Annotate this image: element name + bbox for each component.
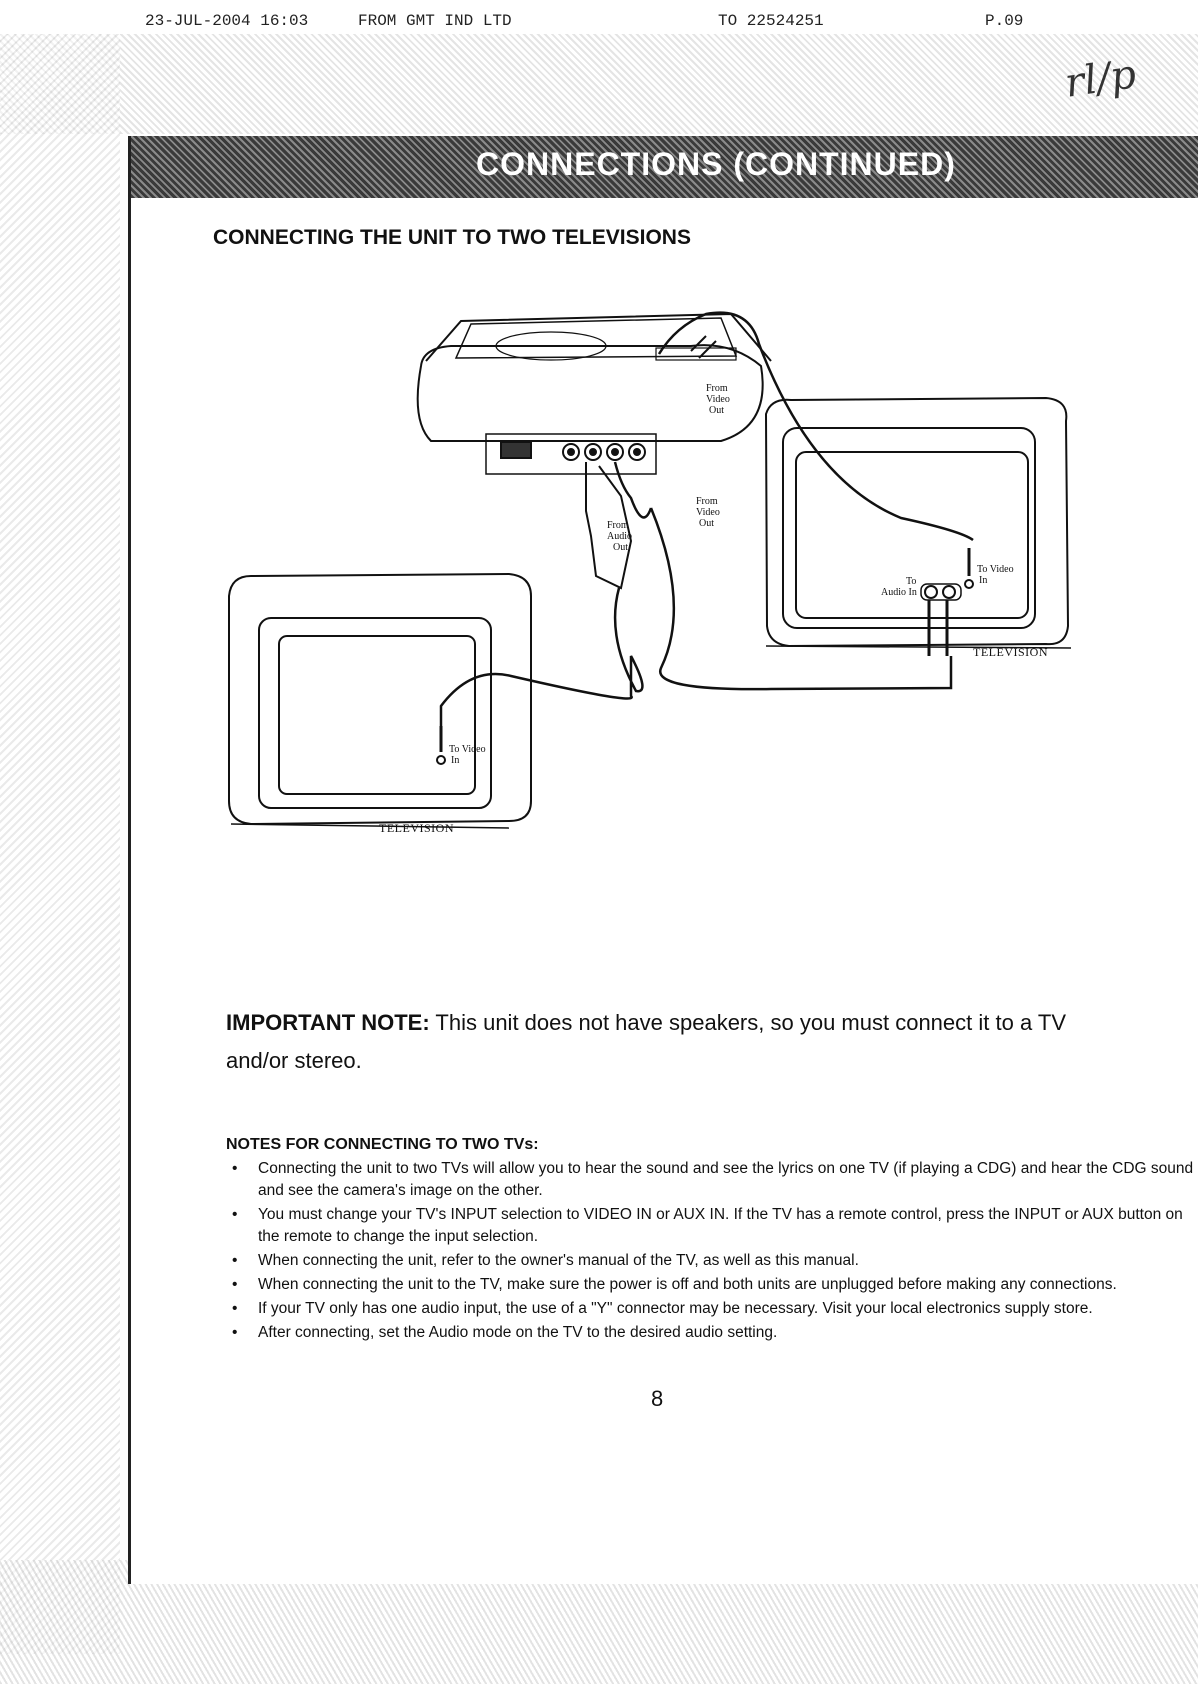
page-title: CONNECTIONS (CONTINUED)	[476, 146, 956, 182]
list-item: When connecting the unit, refer to the o…	[232, 1250, 1198, 1272]
page-number: 8	[651, 1386, 664, 1411]
fax-from: FROM GMT IND LTD	[358, 12, 512, 30]
karaoke-unit-illustration	[416, 312, 772, 475]
label-television-left: TELEVISION	[379, 821, 454, 835]
label-from-video-out-top: From Video Out	[706, 383, 732, 416]
tv-right-illustration	[764, 396, 1072, 656]
notes-section: NOTES FOR CONNECTING TO TWO TVs: Connect…	[226, 1136, 1198, 1346]
label-from-video-out-mid: From Video Out	[696, 496, 722, 529]
fax-to: TO 22524251	[718, 12, 824, 30]
connection-diagram: From Video Out From Video Out From Audio…	[228, 311, 1072, 835]
manual-page: CONNECTIONS (CONTINUED) CONNECTING THE U…	[128, 136, 1198, 1584]
section-heading: CONNECTING THE UNIT TO TWO TELEVISIONS	[213, 226, 691, 249]
important-note-text: This unit does not have speakers, so you…	[226, 1010, 1067, 1073]
label-to-video-in-left: To Video In	[449, 744, 488, 766]
label-to-audio-in: To Audio In	[881, 576, 919, 598]
list-item: When connecting the unit to the TV, make…	[232, 1274, 1198, 1296]
important-note: IMPORTANT NOTE: This unit does not have …	[226, 1004, 1126, 1080]
scan-noise-left	[0, 34, 120, 1654]
list-item: After connecting, set the Audio mode on …	[232, 1322, 1198, 1344]
label-from-audio-out: From Audio Out	[607, 520, 635, 553]
fax-header: 23-JUL-2004 16:03 FROM GMT IND LTD TO 22…	[0, 8, 1198, 32]
label-television-right: TELEVISION	[973, 645, 1048, 659]
scan-noise-top	[0, 34, 1198, 134]
list-item: Connecting the unit to two TVs will allo…	[232, 1158, 1198, 1202]
important-note-label: IMPORTANT NOTE:	[226, 1010, 430, 1035]
handwritten-mark: rl/p	[1062, 51, 1139, 107]
list-item: If your TV only has one audio input, the…	[232, 1298, 1198, 1320]
notes-heading: NOTES FOR CONNECTING TO TWO TVs:	[226, 1136, 539, 1153]
notes-list: Connecting the unit to two TVs will allo…	[226, 1158, 1198, 1344]
tv-left-illustration	[228, 572, 532, 829]
title-bar: CONNECTIONS (CONTINUED)	[131, 136, 1198, 198]
fax-date-time: 23-JUL-2004 16:03	[145, 12, 309, 30]
list-item: You must change your TV's INPUT selectio…	[232, 1204, 1198, 1248]
label-to-video-in-right: To Video In	[977, 564, 1016, 586]
fax-page: P.09	[985, 12, 1024, 30]
